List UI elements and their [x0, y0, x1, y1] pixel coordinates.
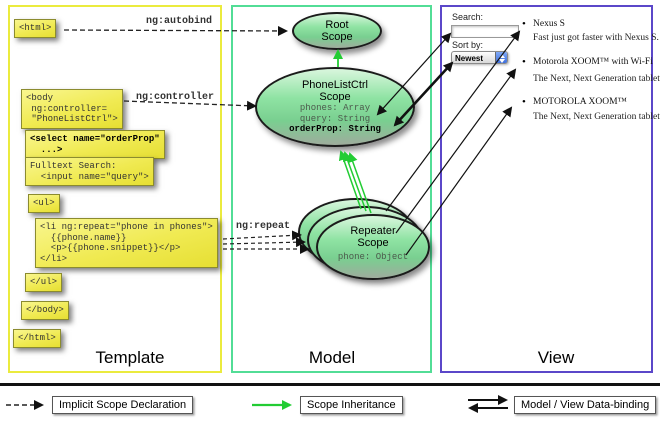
- controller-prop-orderprop: orderProp: String: [289, 124, 381, 134]
- root-scope-title: Root Scope: [321, 19, 353, 43]
- code-box-body-close: </body>: [21, 301, 69, 320]
- code-box-li-repeat: <li ng:repeat="phone in phones"> {{phone…: [35, 218, 218, 268]
- model-column-label: Model: [308, 348, 356, 367]
- code-box-html-close: </html>: [13, 329, 61, 348]
- code-box-html-open: <html>: [14, 19, 57, 38]
- root-scope-ellipse: Root Scope: [292, 12, 382, 50]
- dropdown-stepper-icon: [495, 52, 507, 63]
- code-box-ul-open: <ul>: [28, 194, 60, 213]
- controller-prop-query: query: String: [299, 113, 371, 124]
- repeater-scope-title: Repeater Scope: [350, 225, 396, 249]
- view-item-desc-3: The Next, Next Generation tablet.: [533, 112, 660, 122]
- legend-databinding: Model / View Data-binding: [514, 396, 657, 414]
- legend-divider: [0, 383, 660, 386]
- code-box-select: <select name="orderProp" ...>: [25, 130, 165, 159]
- sort-dropdown-value: Newest: [455, 54, 484, 63]
- controller-scope-ellipse: PhoneListCtrl Scope phones: Array query:…: [255, 67, 415, 147]
- legend-implicit-scope: Implicit Scope Declaration: [52, 396, 194, 414]
- view-item-desc-2: The Next, Next Generation tablet.: [533, 74, 660, 84]
- code-box-fulltext: Fulltext Search: <input name="query">: [25, 157, 154, 186]
- legend-scope-inheritance: Scope Inheritance: [300, 396, 403, 414]
- view-item-title-3: MOTOROLA XOOM™: [522, 96, 627, 108]
- controller-label: ng:controller: [136, 92, 215, 103]
- repeater-prop-phone: phone: Object: [337, 252, 409, 262]
- search-input[interactable]: [451, 25, 519, 38]
- model-column: [231, 5, 432, 373]
- view-column-label: View: [537, 348, 575, 367]
- view-item-desc-1: Fast just got faster with Nexus S.: [533, 33, 659, 43]
- autobind-label: ng:autobind: [146, 16, 213, 27]
- controller-scope-title: PhoneListCtrl Scope: [301, 79, 369, 103]
- view-item-title-2: Motorola XOOM™ with Wi-Fi: [522, 56, 653, 68]
- sort-by-label: Sort by:: [452, 40, 484, 50]
- controller-prop-phones: phones: Array: [299, 103, 371, 113]
- code-box-body-open: <body ng:controller= "PhoneListCtrl">: [21, 89, 123, 129]
- code-box-ul-close: </ul>: [25, 273, 63, 292]
- sort-dropdown[interactable]: Newest: [451, 51, 508, 64]
- template-column-label: Template: [95, 348, 165, 367]
- search-label: Search:: [452, 12, 484, 22]
- repeater-scope-ellipse-front: Repeater Scope phone: Object: [316, 214, 430, 280]
- repeat-label: ng:repeat: [236, 221, 291, 232]
- view-item-title-1: Nexus S: [522, 18, 565, 30]
